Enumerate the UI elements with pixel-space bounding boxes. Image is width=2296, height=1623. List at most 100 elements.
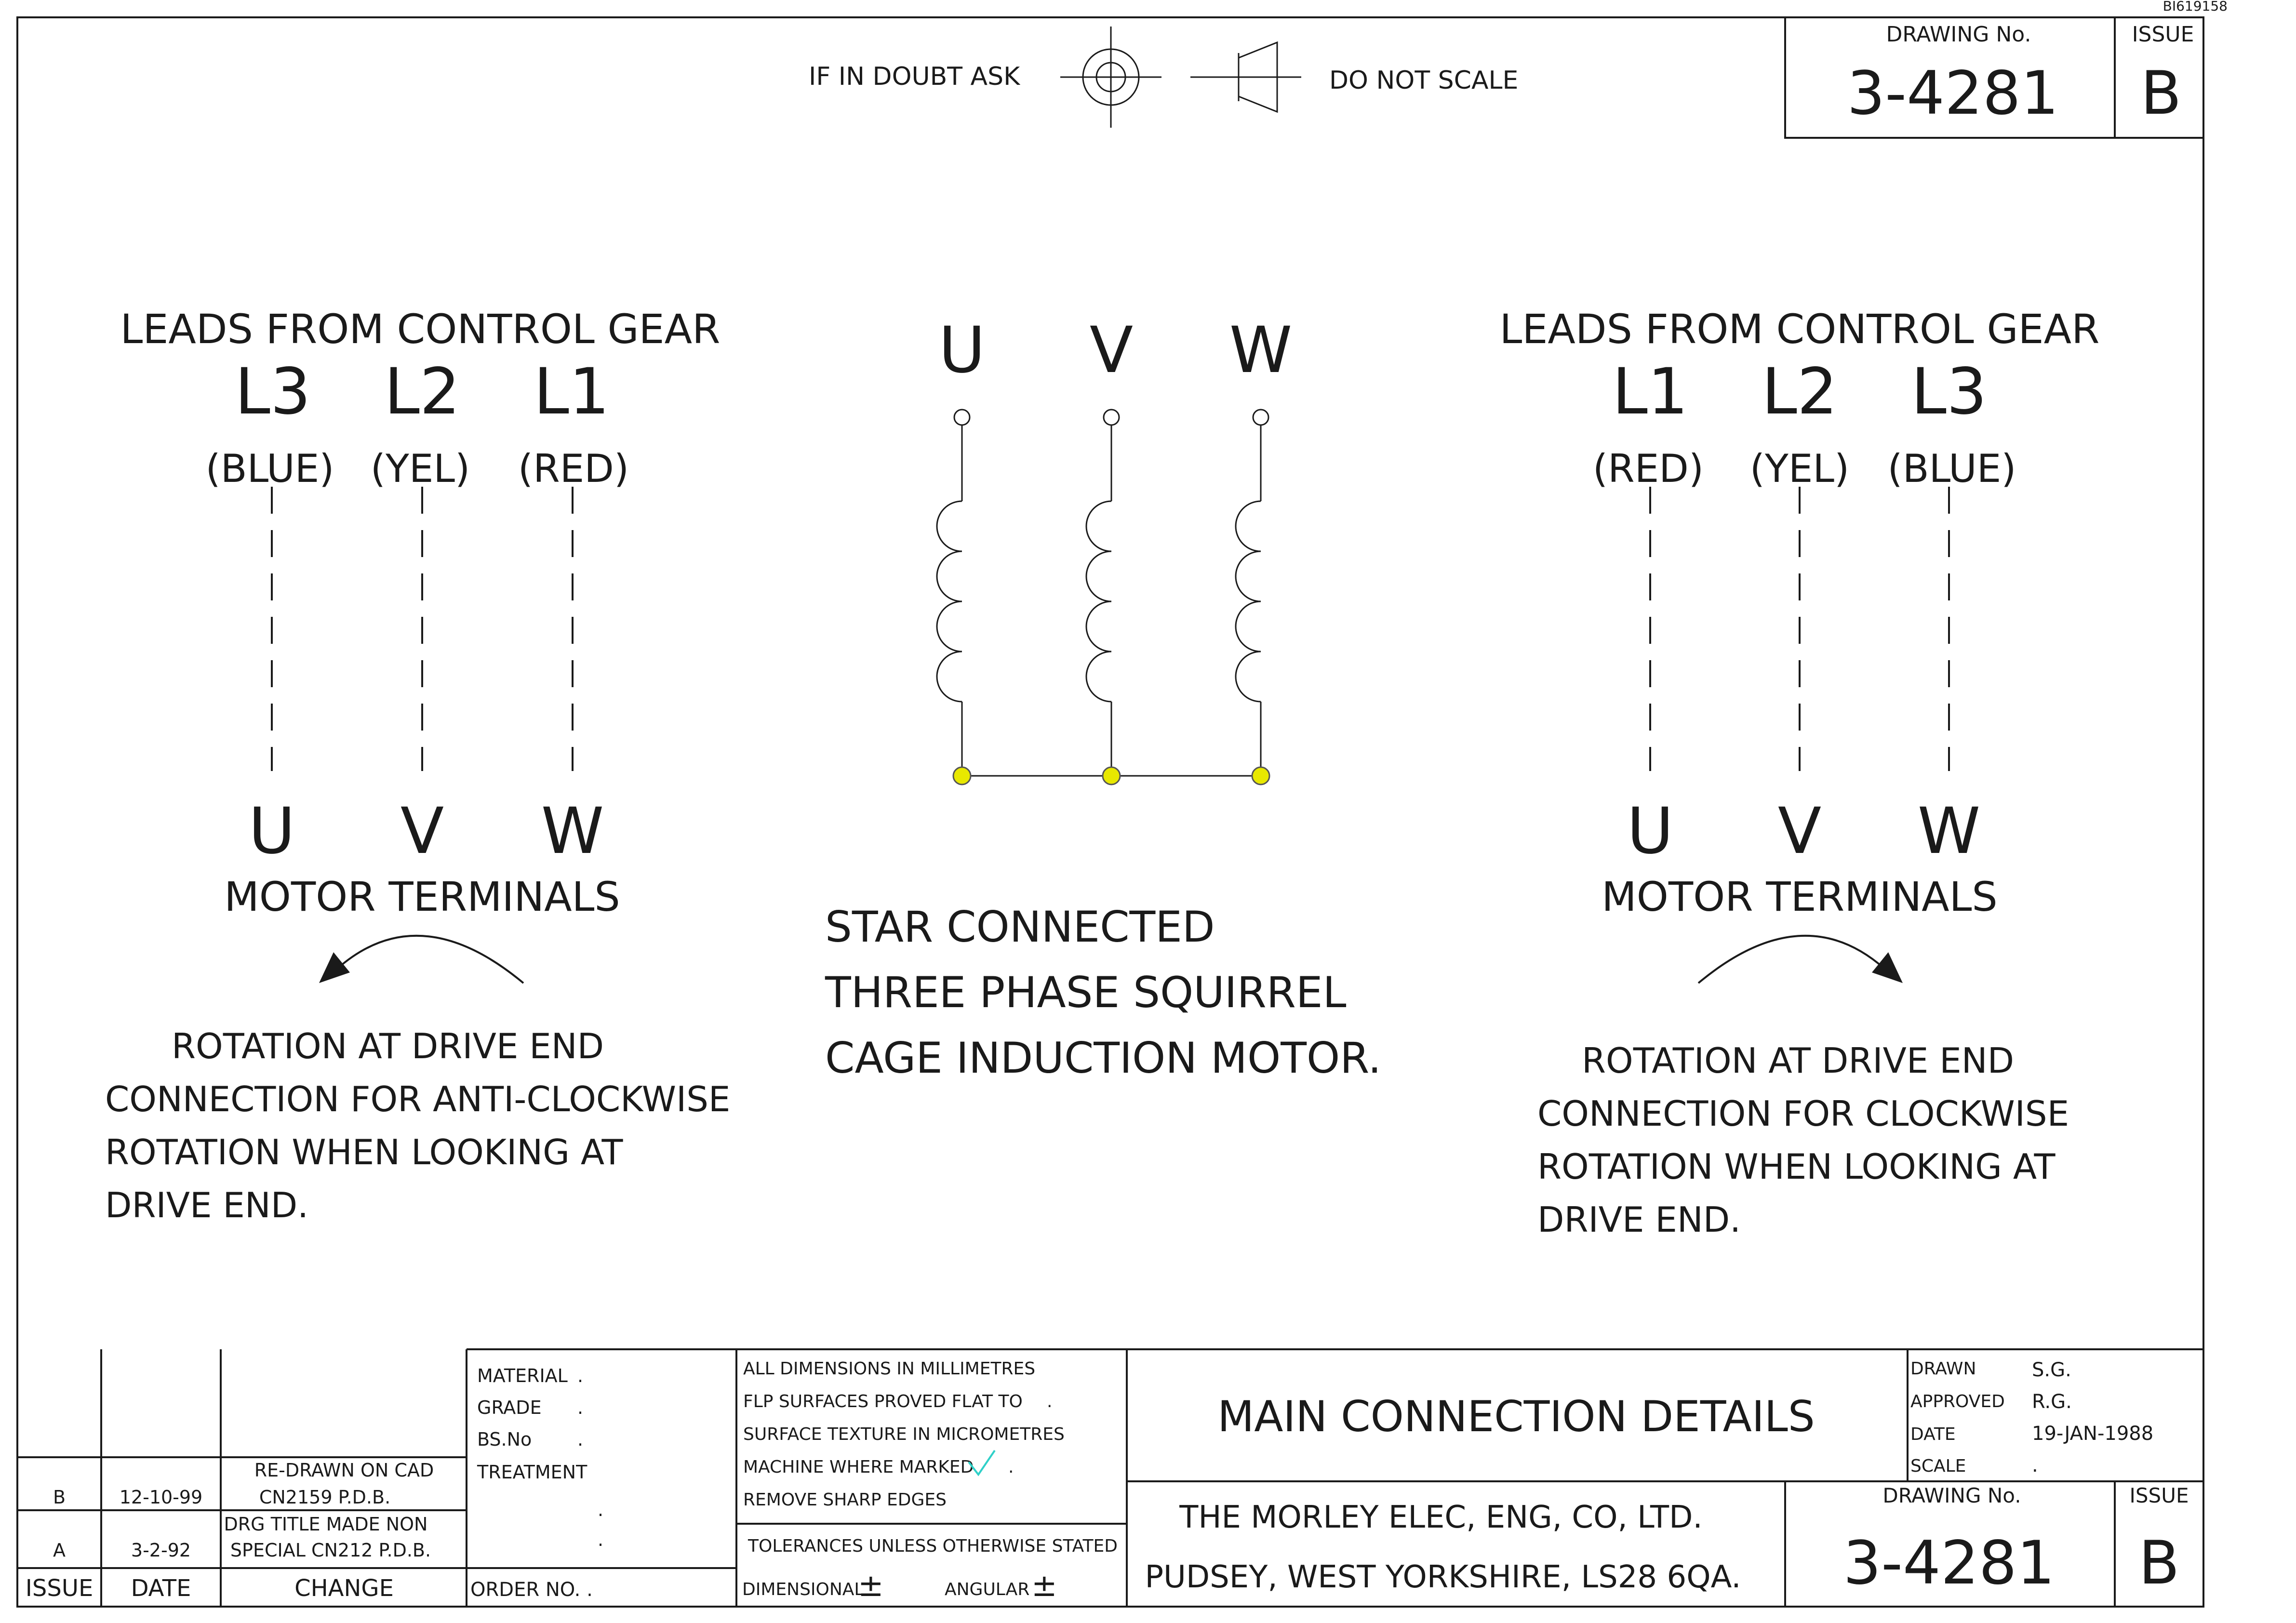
grade-label: GRADE bbox=[477, 1397, 542, 1418]
revision-change: RE-DRAWN ON CAD bbox=[254, 1460, 434, 1481]
left-lead-label: L2 bbox=[384, 355, 460, 429]
approval-value: . bbox=[2032, 1454, 2038, 1477]
footer-drawing-number-label: DRAWING No. bbox=[1882, 1484, 2021, 1507]
header-drawing-number-box bbox=[1784, 16, 2204, 139]
approval-label: SCALE bbox=[1910, 1456, 1966, 1476]
star-node bbox=[952, 766, 972, 785]
machining-tick-icon bbox=[968, 1450, 996, 1477]
left-terminal-label: V bbox=[400, 794, 444, 868]
approval-value: R.G. bbox=[2032, 1391, 2072, 1413]
winding-u bbox=[936, 409, 971, 776]
winding-label: U bbox=[939, 313, 986, 387]
approval-label: DRAWN bbox=[1910, 1359, 1976, 1379]
approval-value: 19-JAN-1988 bbox=[2032, 1423, 2153, 1445]
order-number-label: ORDER NO. . bbox=[470, 1579, 593, 1601]
right-lead-label: L3 bbox=[1911, 355, 1987, 429]
footer-drawing-number: 3-4281 bbox=[1843, 1529, 2055, 1598]
general-note: MACHINE WHERE MARKED bbox=[743, 1457, 974, 1477]
angular-tolerance-label: ANGULAR bbox=[945, 1580, 1029, 1599]
right-leads-title: LEADS FROM CONTROL GEAR bbox=[1500, 306, 2100, 353]
center-description-line: THREE PHASE SQUIRREL bbox=[825, 968, 1347, 1017]
left-colour-label: (RED) bbox=[518, 446, 629, 491]
left-description-line: ROTATION AT DRIVE END bbox=[172, 1026, 604, 1066]
winding-label: W bbox=[1229, 313, 1293, 387]
sheet-border bbox=[16, 16, 2204, 1608]
left-description-line: ROTATION WHEN LOOKING AT bbox=[105, 1132, 624, 1172]
material-value: . bbox=[577, 1365, 583, 1386]
general-note: FLP SURFACES PROVED FLAT TO bbox=[743, 1392, 1023, 1411]
general-note: REMOVE SHARP EDGES bbox=[743, 1490, 947, 1510]
right-colour-label: (YEL) bbox=[1750, 446, 1849, 491]
drawing-title: MAIN CONNECTION DETAILS bbox=[1217, 1392, 1815, 1441]
left-lead-label: L1 bbox=[534, 355, 610, 429]
right-terminal-label: V bbox=[1778, 794, 1821, 868]
material-label: MATERIAL bbox=[477, 1365, 568, 1386]
right-description-line: ROTATION WHEN LOOKING AT bbox=[1537, 1146, 2056, 1187]
left-connection-panel: LEADS FROM CONTROL GEAR L3 L2 L1 (BLUE) … bbox=[105, 306, 730, 1225]
tolerances-title: TOLERANCES UNLESS OTHERWISE STATED bbox=[748, 1536, 1118, 1556]
approval-value: S.G. bbox=[2032, 1359, 2071, 1381]
revision-issue: A bbox=[53, 1540, 66, 1561]
projection-symbol-circles-icon bbox=[1060, 27, 1161, 128]
do-not-scale-note: DO NOT SCALE bbox=[1329, 66, 1518, 95]
general-note: ALL DIMENSIONS IN MILLIMETRES bbox=[743, 1359, 1035, 1379]
material-dot: . bbox=[598, 1499, 603, 1520]
right-lead-label: L1 bbox=[1612, 355, 1688, 429]
left-terminal-label: U bbox=[249, 794, 295, 868]
clockwise-arrow-icon bbox=[1697, 934, 1903, 984]
revision-date: 3-2-92 bbox=[131, 1540, 191, 1561]
center-description-line: CAGE INDUCTION MOTOR. bbox=[825, 1033, 1381, 1083]
right-description-line: ROTATION AT DRIVE END bbox=[1582, 1040, 2014, 1081]
revision-change: SPECIAL CN212 P.D.B. bbox=[230, 1540, 431, 1561]
right-terminal-label: W bbox=[1918, 794, 1981, 868]
left-description-line: CONNECTION FOR ANTI-CLOCKWISE bbox=[105, 1079, 730, 1119]
header-drawing-number-label: DRAWING No. bbox=[1886, 22, 2031, 47]
treatment-label: TREATMENT bbox=[477, 1462, 587, 1483]
revision-issue: B bbox=[53, 1487, 66, 1508]
company-name: THE MORLEY ELEC, ENG, CO, LTD. bbox=[1179, 1500, 1702, 1535]
company-address: PUDSEY, WEST YORKSHIRE, LS28 6QA. bbox=[1145, 1559, 1741, 1595]
header-drawing-number: 3-4281 bbox=[1847, 59, 2058, 128]
plus-minus-icon: ± bbox=[858, 1568, 884, 1604]
if-in-doubt-note: IF IN DOUBT ASK bbox=[809, 62, 1021, 91]
title-block: B 12-10-99 RE-DRAWN ON CAD CN2159 P.D.B.… bbox=[17, 1348, 2203, 1607]
left-lead-label: L3 bbox=[235, 355, 311, 429]
approval-label: APPROVED bbox=[1910, 1392, 2005, 1411]
plus-minus-icon: ± bbox=[1031, 1568, 1057, 1604]
general-note-dot: . bbox=[1008, 1457, 1014, 1477]
right-motor-terminals-title: MOTOR TERMINALS bbox=[1602, 873, 1998, 920]
left-colour-label: (BLUE) bbox=[206, 446, 334, 491]
bs-number-label: BS.No bbox=[477, 1429, 532, 1450]
right-description-line: CONNECTION FOR CLOCKWISE bbox=[1537, 1093, 2069, 1134]
right-description-line: DRIVE END. bbox=[1537, 1199, 1741, 1240]
anticlockwise-arrow-icon bbox=[319, 934, 524, 984]
star-node bbox=[1251, 766, 1270, 785]
left-motor-terminals-title: MOTOR TERMINALS bbox=[224, 873, 620, 920]
right-colour-label: (BLUE) bbox=[1888, 446, 2016, 491]
left-leads-title: LEADS FROM CONTROL GEAR bbox=[120, 306, 721, 353]
revision-change: CN2159 P.D.B. bbox=[259, 1487, 390, 1508]
grade-value: . bbox=[577, 1397, 583, 1418]
header-issue-letter: B bbox=[2140, 59, 2181, 128]
material-dot: . bbox=[598, 1529, 603, 1550]
revision-header-change: CHANGE bbox=[294, 1575, 394, 1602]
revision-header-issue: ISSUE bbox=[26, 1575, 93, 1602]
dimensional-tolerance-label: DIMENSIONAL bbox=[742, 1580, 864, 1599]
header: IF IN DOUBT ASK DO NOT SCALE DRAWING No.… bbox=[809, 16, 2204, 139]
footer-issue-label: ISSUE bbox=[2130, 1484, 2189, 1507]
left-colour-label: (YEL) bbox=[371, 446, 470, 491]
footer-issue-letter: B bbox=[2138, 1529, 2179, 1598]
right-connection-panel: LEADS FROM CONTROL GEAR L1 L2 L3 (RED) (… bbox=[1500, 306, 2100, 1240]
winding-label: V bbox=[1090, 313, 1133, 387]
general-note-dot: . bbox=[1047, 1392, 1052, 1411]
left-description-line: DRIVE END. bbox=[105, 1185, 308, 1225]
sheet-reference: BI619158 bbox=[2163, 0, 2228, 14]
star-node bbox=[1102, 766, 1121, 785]
revision-header-date: DATE bbox=[131, 1575, 191, 1602]
center-description-line: STAR CONNECTED bbox=[825, 902, 1215, 952]
revision-date: 12-10-99 bbox=[120, 1487, 202, 1508]
header-issue-label: ISSUE bbox=[2132, 22, 2194, 47]
projection-symbol-cone-icon bbox=[1190, 41, 1301, 113]
left-terminal-label: W bbox=[541, 794, 604, 868]
